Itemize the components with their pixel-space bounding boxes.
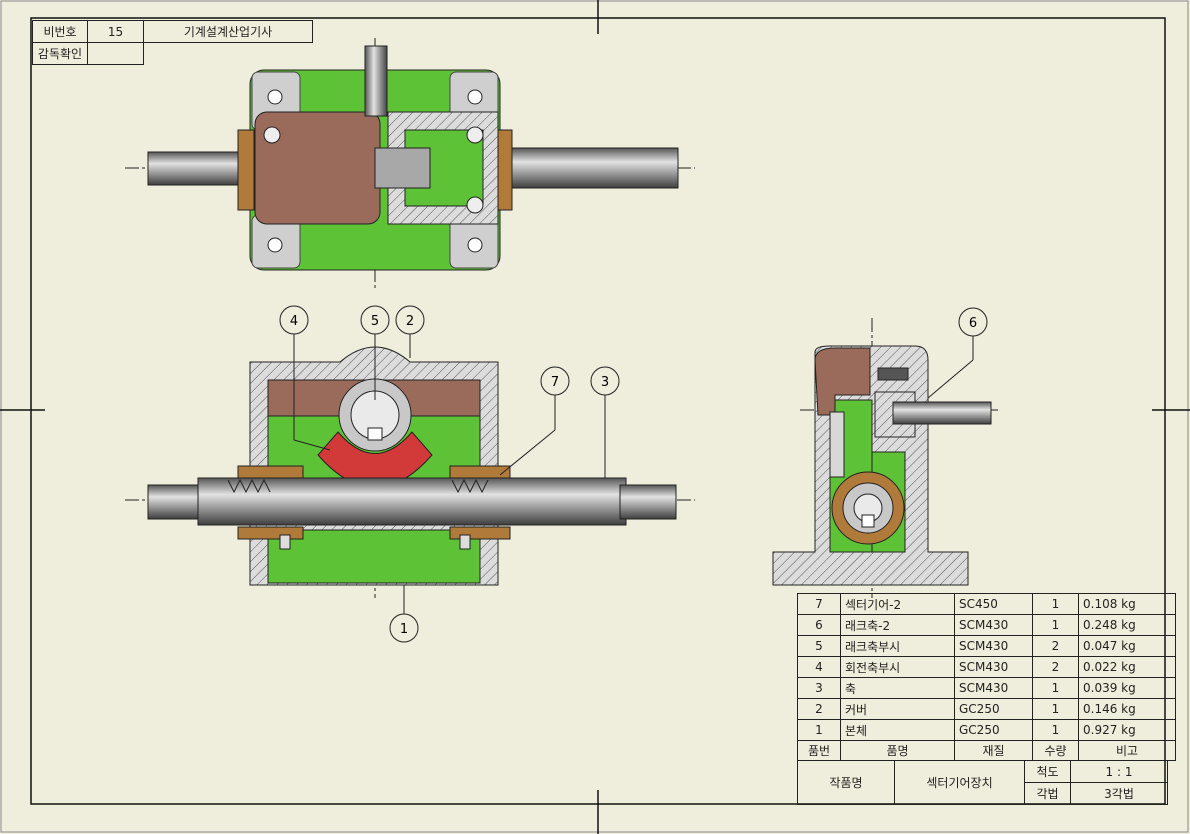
supervisor-label: 감독확인 bbox=[32, 42, 88, 65]
balloon-2-label: 2 bbox=[406, 314, 414, 329]
front-view bbox=[125, 318, 695, 598]
balloon-5: 5 bbox=[360, 305, 390, 335]
balloon-3-label: 3 bbox=[601, 375, 609, 390]
balloon-4-label: 4 bbox=[290, 314, 298, 329]
part-name: 래크축부시 bbox=[840, 635, 955, 657]
part-name: 섹터기어-2 bbox=[840, 593, 955, 615]
part-qty: 2 bbox=[1032, 656, 1079, 678]
balloon-6: 6 bbox=[958, 307, 988, 337]
part-note: 0.022 kg bbox=[1078, 656, 1176, 678]
part-name: 본체 bbox=[840, 719, 955, 741]
part-no: 7 bbox=[797, 593, 841, 615]
part-material: SCM430 bbox=[954, 656, 1033, 678]
part-material: GC250 bbox=[954, 719, 1033, 741]
part-no: 5 bbox=[797, 635, 841, 657]
header-no: 품번 bbox=[797, 740, 841, 761]
part-note: 0.039 kg bbox=[1078, 677, 1176, 699]
part-name: 래크축-2 bbox=[840, 614, 955, 636]
supervisor-sign-cell bbox=[87, 42, 144, 65]
part-material: GC250 bbox=[954, 698, 1033, 720]
part-qty: 1 bbox=[1032, 719, 1079, 741]
work-name-label: 작품명 bbox=[797, 760, 895, 805]
balloon-1-label: 1 bbox=[400, 622, 408, 637]
part-no: 2 bbox=[797, 698, 841, 720]
part-qty: 1 bbox=[1032, 593, 1079, 615]
part-note: 0.146 kg bbox=[1078, 698, 1176, 720]
scale-value: 1 : 1 bbox=[1070, 760, 1168, 783]
balloon-2: 2 bbox=[395, 305, 425, 335]
part-no: 1 bbox=[797, 719, 841, 741]
work-name: 섹터기어장치 bbox=[894, 760, 1025, 805]
part-qty: 1 bbox=[1032, 614, 1079, 636]
part-name: 커버 bbox=[840, 698, 955, 720]
part-material: SCM430 bbox=[954, 635, 1033, 657]
exam-header-table: 비번호 15 기계설계산업기사 감독확인 bbox=[32, 20, 313, 65]
part-note: 0.108 kg bbox=[1078, 593, 1176, 615]
balloon-7: 7 bbox=[540, 366, 570, 396]
exam-title: 기계설계산업기사 bbox=[143, 20, 313, 43]
scale-label: 척도 bbox=[1024, 760, 1071, 783]
part-name: 축 bbox=[840, 677, 955, 699]
projection-label: 각법 bbox=[1024, 782, 1071, 805]
balloon-6-label: 6 bbox=[969, 316, 977, 331]
part-no: 6 bbox=[797, 614, 841, 636]
header-name: 품명 bbox=[840, 740, 955, 761]
part-no: 4 bbox=[797, 656, 841, 678]
balloon-1: 1 bbox=[389, 613, 419, 643]
parts-list-header: 품번 품명 재질 수량 비고 bbox=[797, 740, 1176, 761]
part-note: 0.047 kg bbox=[1078, 635, 1176, 657]
top-view bbox=[125, 38, 695, 290]
part-qty: 2 bbox=[1032, 635, 1079, 657]
part-material: SCM430 bbox=[954, 614, 1033, 636]
part-material: SCM430 bbox=[954, 677, 1033, 699]
title-block: 작품명 섹터기어장치 척도 1 : 1 각법 3각법 bbox=[797, 760, 1168, 805]
header-material: 재질 bbox=[954, 740, 1033, 761]
part-note: 0.248 kg bbox=[1078, 614, 1176, 636]
leader-lines bbox=[293, 334, 974, 614]
part-name: 회전축부시 bbox=[840, 656, 955, 678]
number-value: 15 bbox=[87, 20, 144, 43]
header-note: 비고 bbox=[1078, 740, 1176, 761]
projection-value: 3각법 bbox=[1070, 782, 1168, 805]
balloon-5-label: 5 bbox=[371, 314, 379, 329]
header-qty: 수량 bbox=[1032, 740, 1079, 761]
side-view bbox=[772, 318, 1000, 598]
number-label: 비번호 bbox=[32, 20, 88, 43]
balloon-7-label: 7 bbox=[551, 375, 559, 390]
part-note: 0.927 kg bbox=[1078, 719, 1176, 741]
balloon-3: 3 bbox=[590, 366, 620, 396]
part-material: SC450 bbox=[954, 593, 1033, 615]
part-no: 3 bbox=[797, 677, 841, 699]
balloon-4: 4 bbox=[279, 305, 309, 335]
part-qty: 1 bbox=[1032, 677, 1079, 699]
part-qty: 1 bbox=[1032, 698, 1079, 720]
